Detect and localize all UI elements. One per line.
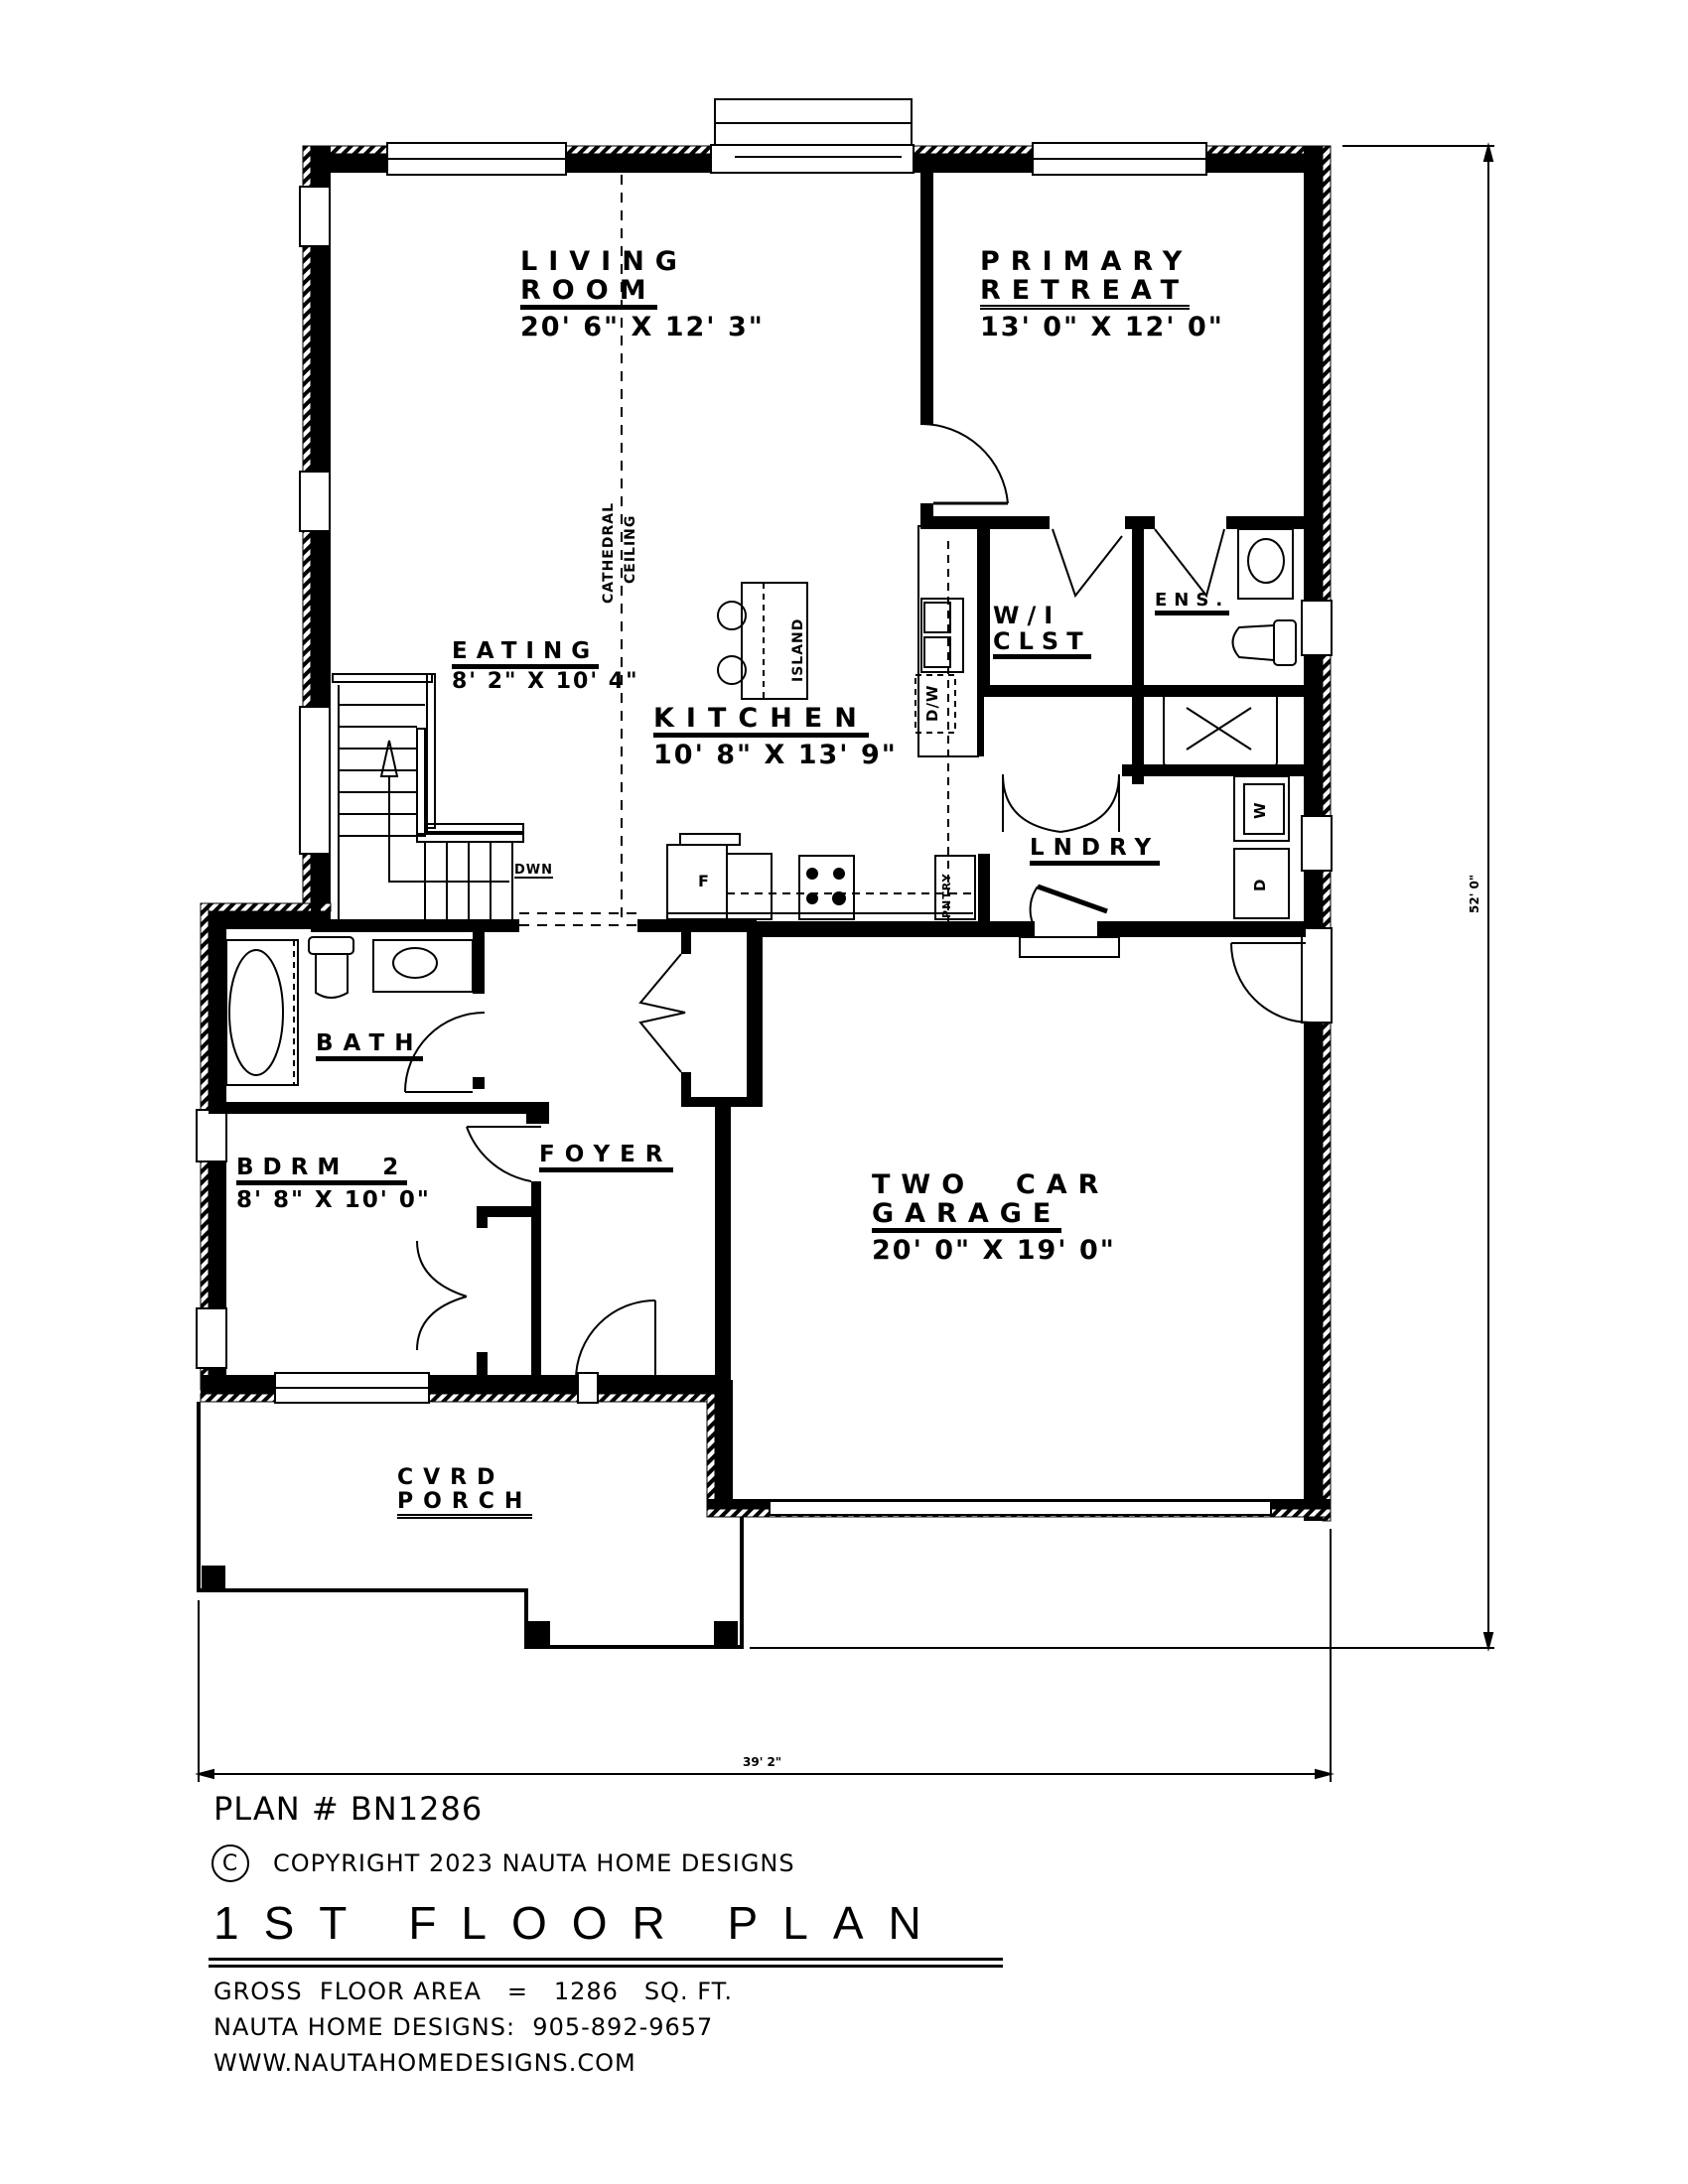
washer-label: W: [1251, 801, 1269, 819]
copyright-icon: C: [211, 1844, 249, 1882]
garage-dims: 20' 0" X 19' 0": [872, 1235, 1116, 1266]
ensuite-name: ENS.: [1155, 592, 1230, 615]
staircase: [332, 673, 524, 919]
bedroom-2-label: BDRM 2 8' 8" X 10' 0": [236, 1157, 431, 1212]
porch-label: CVRD PORCH: [397, 1465, 533, 1519]
foyer-label: FOYER: [539, 1144, 673, 1172]
primary-dims: 13' 0" X 12' 0": [980, 312, 1224, 342]
windows: [196, 142, 1333, 1404]
stairs-down-label: DWN: [514, 863, 554, 879]
bath-fixtures: [225, 528, 1297, 1086]
ensuite-label: ENS.: [1155, 592, 1230, 615]
title-double-rule: [209, 1958, 1003, 1968]
company-website[interactable]: WWW.NAUTAHOMEDESIGNS.COM: [213, 2049, 636, 2077]
primary-name-2: RETREAT: [980, 277, 1191, 310]
eating-dims: 8' 2" X 10' 4": [452, 669, 639, 694]
wic-name-2: CLST: [993, 629, 1091, 659]
primary-name-1: PRIMARY: [980, 246, 1194, 277]
overall-depth-dimension: 52' 0": [1468, 874, 1481, 913]
top-bay: [710, 98, 914, 174]
garage-name-1: TWO CAR: [872, 1169, 1110, 1200]
gross-floor-area: GROSS FLOOR AREA = 1286 SQ. FT.: [213, 1978, 734, 2005]
kitchen-fixtures: [666, 525, 979, 923]
porch-name-1: CVRD: [397, 1465, 505, 1490]
bath-label: BATH: [316, 1032, 424, 1061]
bedroom-2-name: BDRM 2: [236, 1157, 408, 1185]
bedroom-2-dims: 8' 8" X 10' 0": [236, 1187, 431, 1213]
drawing-title: 1ST FLOOR PLAN: [213, 1897, 946, 1949]
eating-name: EATING: [452, 640, 600, 669]
kitchen-label: KITCHEN 10' 8" X 13' 9": [653, 705, 898, 768]
living-room-dims: 20' 6" X 12' 3": [520, 312, 765, 342]
kitchen-dims: 10' 8" X 13' 9": [653, 740, 898, 770]
covered-porch: [197, 1402, 744, 1649]
company-phone: NAUTA HOME DESIGNS: 905-892-9657: [213, 2013, 714, 2041]
porch-name-2: PORCH: [397, 1491, 533, 1519]
walk-in-closet-label: W/I CLST: [993, 604, 1091, 659]
fridge-label: F: [698, 872, 710, 890]
exterior-walls: [200, 145, 1332, 1522]
island-label: ISLAND: [790, 617, 806, 682]
plan-number: PLAN # BN1286: [213, 1790, 484, 1828]
copyright-line: C COPYRIGHT 2023 NAUTA HOME DESIGNS: [211, 1844, 795, 1882]
dishwasher-label: D/W: [923, 684, 941, 722]
porch-columns: [202, 1566, 738, 1645]
primary-retreat-label: PRIMARY RETREAT 13' 0" X 12' 0": [980, 248, 1224, 341]
living-room-name-1: LIVING: [520, 246, 688, 277]
laundry-name: LNDRY: [1030, 837, 1161, 866]
laundry-label: LNDRY: [1030, 837, 1161, 866]
garage-label: TWO CAR GARAGE 20' 0" X 19' 0": [872, 1171, 1116, 1264]
cathedral-label-2: CEILING: [623, 514, 638, 584]
door-swings: [404, 422, 1312, 1381]
wic-name-1: W/I: [993, 602, 1061, 629]
overall-width-dimension: 39' 2": [743, 1755, 782, 1769]
pantry-label: PNTRY: [940, 873, 953, 918]
kitchen-name: KITCHEN: [653, 705, 869, 738]
living-room-name-2: ROOM: [520, 277, 657, 310]
interior-walls: [209, 159, 1306, 1400]
cathedral-label-1: CATHEDRAL: [601, 501, 617, 604]
eating-label: EATING 8' 2" X 10' 4": [452, 640, 639, 693]
copyright-text: COPYRIGHT 2023 NAUTA HOME DESIGNS: [273, 1849, 795, 1877]
garage-name-2: GARAGE: [872, 1200, 1062, 1233]
dryer-label: D: [1251, 878, 1269, 891]
foyer-name: FOYER: [539, 1144, 673, 1172]
dimension-lines: [195, 142, 1494, 1782]
range-burners: [806, 868, 846, 905]
bath-name: BATH: [316, 1032, 424, 1061]
garage-door: [769, 1500, 1272, 1516]
living-room-label: LIVING ROOM 20' 6" X 12' 3": [520, 248, 765, 341]
